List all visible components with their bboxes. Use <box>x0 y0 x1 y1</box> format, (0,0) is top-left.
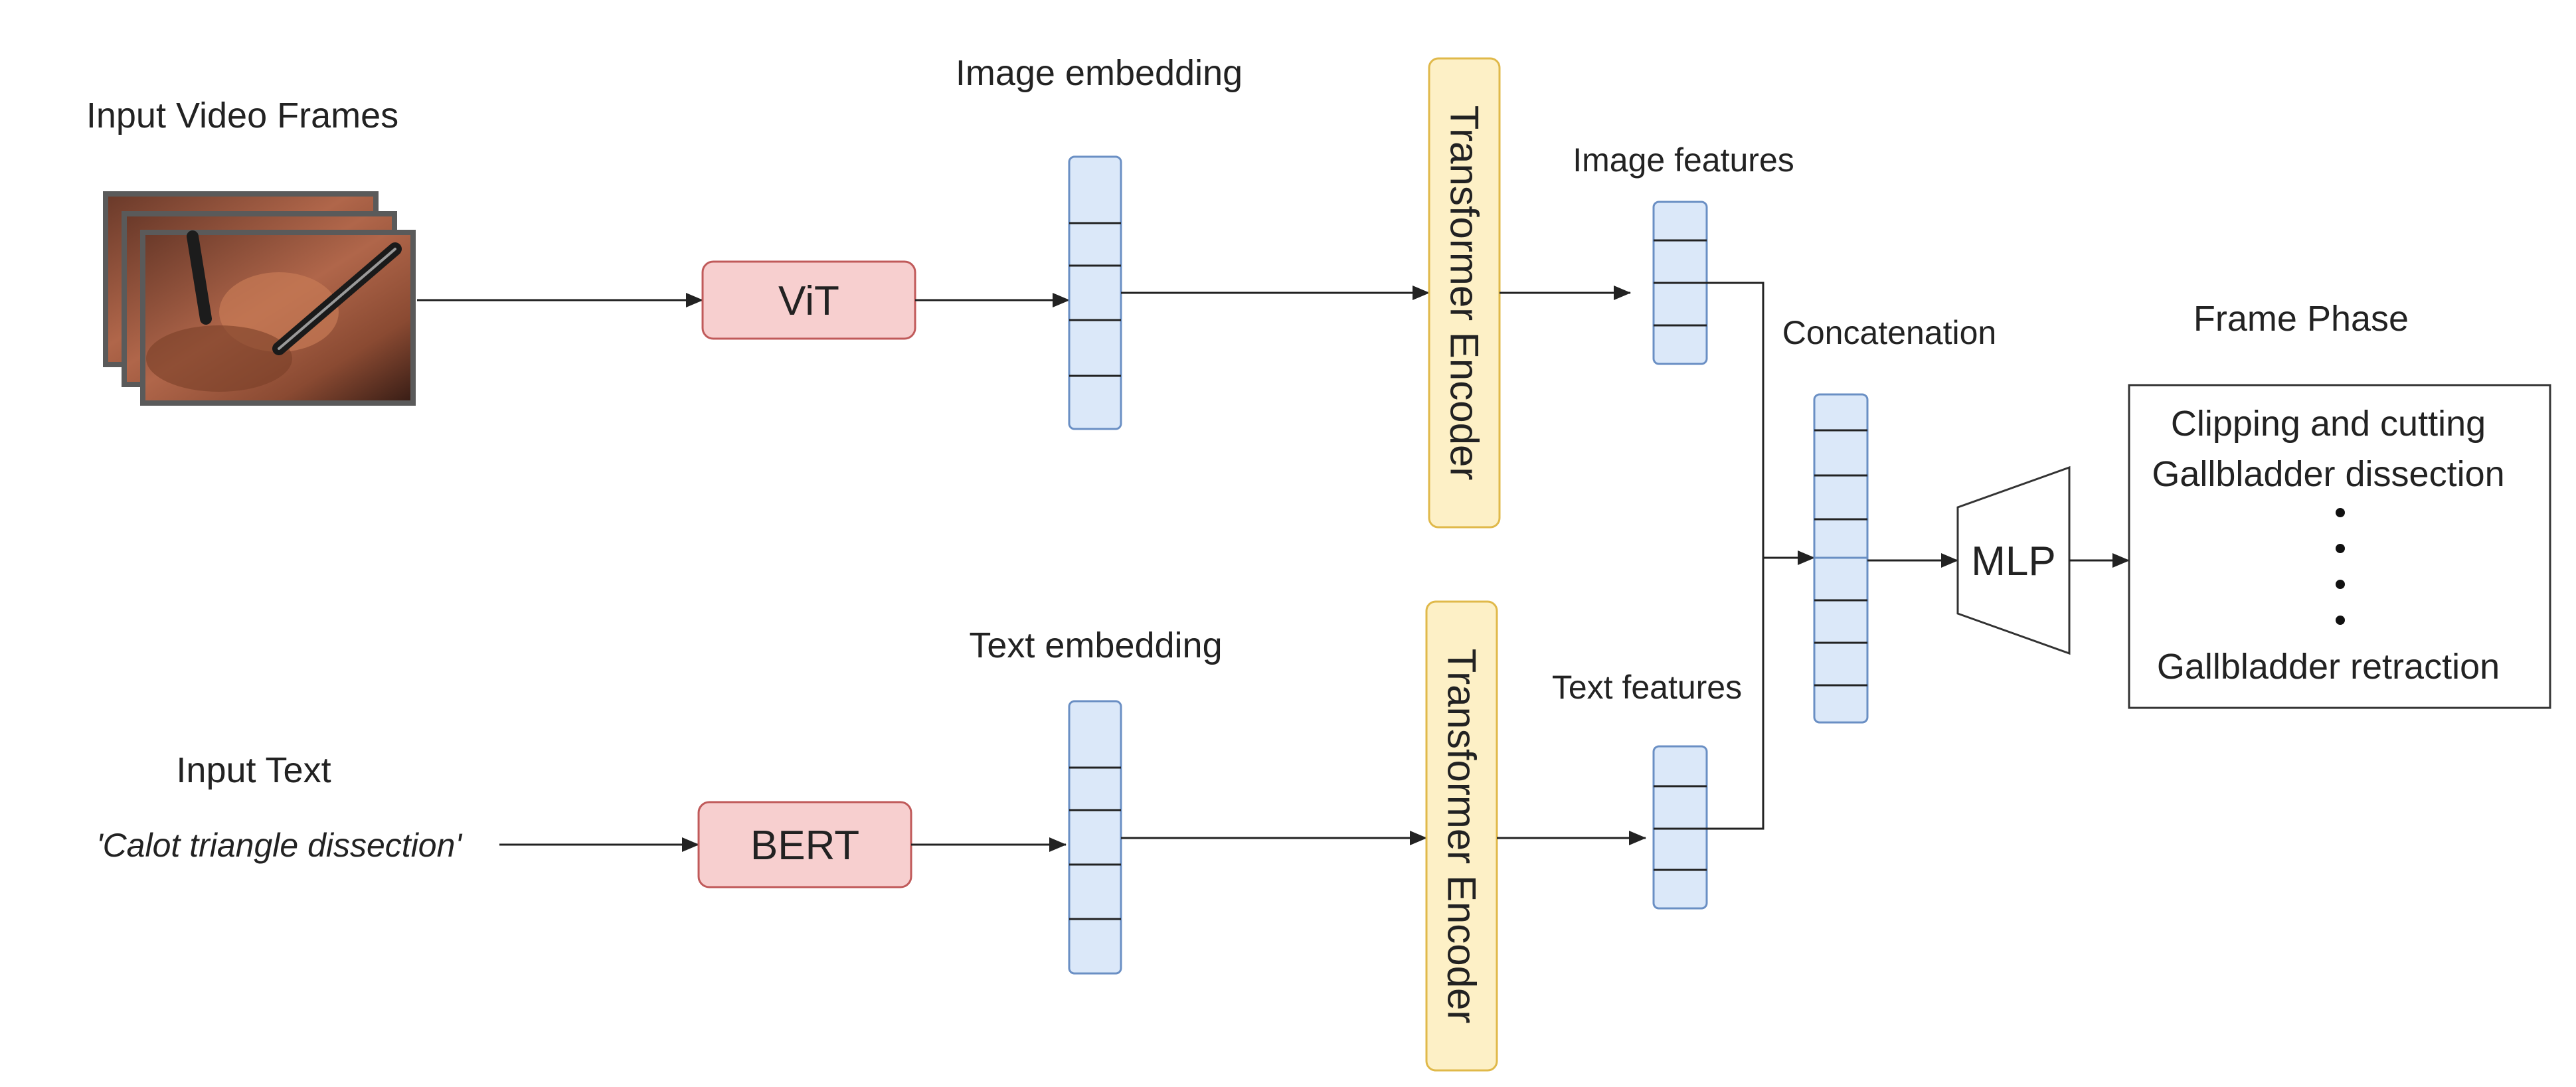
connector-image-features-to-concat <box>1707 282 1764 558</box>
phase-item-2: Gallbladder dissection <box>2152 454 2504 494</box>
phase-ellipsis-dots <box>2336 508 2345 625</box>
bert-label: BERT <box>750 823 859 869</box>
concatenation-label: Concatenation <box>1782 314 1996 351</box>
frame-phase-label: Frame Phase <box>2193 299 2409 339</box>
input-text-example: 'Calot triangle dissection' <box>96 827 462 864</box>
phase-item-1: Clipping and cutting <box>2171 404 2486 444</box>
image-embedding-vector <box>1068 155 1122 430</box>
text-embedding-label: Text embedding <box>969 626 1222 665</box>
input-text-label: Input Text <box>176 750 331 790</box>
image-features-vector <box>1652 201 1708 365</box>
text-features-vector <box>1652 745 1708 910</box>
text-embedding-vector <box>1068 700 1122 975</box>
vit-label: ViT <box>778 278 839 324</box>
text-features-label: Text features <box>1552 669 1742 706</box>
image-embedding-label: Image embedding <box>956 53 1243 93</box>
input-video-frames-label: Input Video Frames <box>86 96 398 135</box>
transformer-encoder-text-label: Transformer Encoder <box>1440 649 1484 1024</box>
connector-text-features-to-concat <box>1707 558 1764 830</box>
concatenated-vector <box>1813 393 1869 724</box>
image-features-label: Image features <box>1573 141 1794 179</box>
transformer-encoder-image-label: Transformer Encoder <box>1442 106 1487 481</box>
video-frame-front <box>140 230 416 406</box>
video-frames-stack <box>103 191 416 406</box>
mlp-block <box>1956 465 2071 655</box>
transformer-encoder-text-block <box>1425 600 1498 1072</box>
mlp-label: MLP <box>1971 539 2055 584</box>
phase-item-3: Gallbladder retraction <box>2157 647 2500 687</box>
